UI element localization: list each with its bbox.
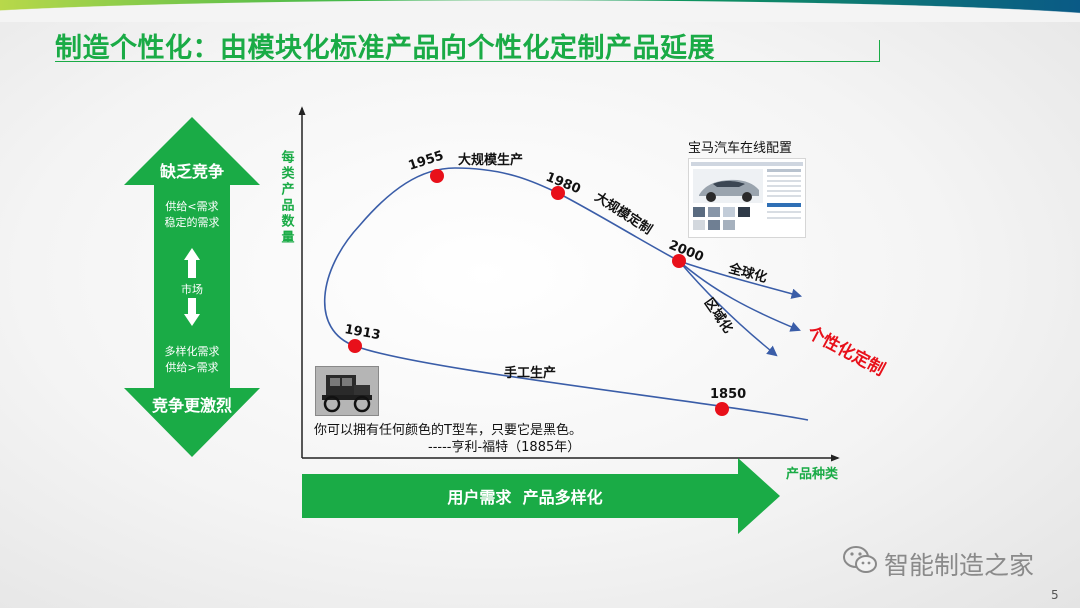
vintage-car-icon [316,367,378,415]
market-double-arrow [124,117,260,457]
stage-mass-production: 大规模生产 [458,152,523,168]
market-bottom-sub-1: 多样化需求 [165,344,220,358]
bmw-configurator-image [688,158,806,238]
header-bar-curve [0,0,1080,22]
bmw-config-caption: 宝马汽车在线配置 [688,140,792,156]
page-number: 5 [1051,588,1059,602]
globalization-arrow [678,260,803,299]
market-top-sub-2: 稳定的需求 [165,215,220,229]
wechat-icon [843,546,877,573]
point-1850 [715,402,729,416]
ford-quote-line2: -----亨利-福特（1885年） [428,439,580,455]
y-axis-label: 每类产品数量 [279,149,295,246]
page-title: 制造个性化：由模块化标准产品向个性化定制产品延展 [55,33,715,64]
year-label-1913: 1913 [343,322,381,343]
market-top-sub-1: 供给<需求 [165,199,218,213]
demand-diversity-arrow [302,458,780,534]
model-t-photo [315,366,379,416]
year-label-1850: 1850 [710,387,746,402]
title-underline [55,61,880,62]
stage-personalization: 个性化定制 [803,321,889,380]
title-underline-tick [879,40,880,61]
point-1955 [430,169,444,183]
footer-brand: 智能制造之家 [884,551,1035,580]
stage-handcraft: 手工生产 [504,365,556,381]
market-up-arrow-icon [184,248,200,278]
point-1980 [551,186,565,200]
market-middle-label: 市场 [181,282,203,296]
x-axis-label: 产品种类 [786,466,839,482]
market-bottom-sub-2: 供给>需求 [165,360,218,374]
personalization-arrow [678,260,801,332]
point-2000 [672,254,686,268]
car-icon [691,162,803,230]
ford-quote-line1: 你可以拥有任何颜色的T型车，只要它是黑色。 [314,422,582,438]
market-down-arrow-icon [184,298,200,326]
market-bottom-label: 竞争更激烈 [152,396,232,415]
demand-diversity-label: 用户需求 产品多样化 [447,488,602,507]
point-1913 [348,339,362,353]
market-top-label: 缺乏竞争 [160,162,224,181]
regionalization-arrow [678,260,778,357]
